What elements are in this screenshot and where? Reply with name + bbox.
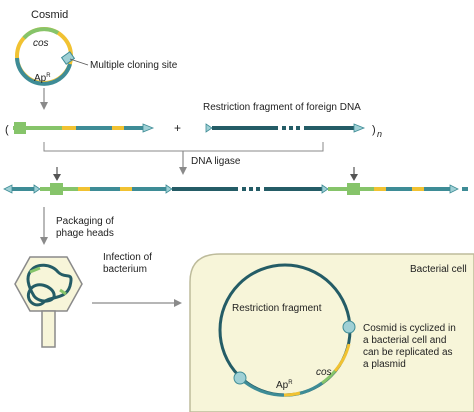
cos-box [14,122,26,134]
cos-cell-label: cos [316,367,332,378]
phage [14,256,83,348]
packaged-dna [26,263,73,307]
paren-close: ) [372,124,376,136]
infection-label-line2: bacterium [103,264,147,275]
mcs-leader-line [69,58,89,66]
junction-marker-right [342,320,356,334]
linear-cosmid [13,122,155,134]
packaging-label-line2: phage heads [56,228,114,239]
cyclized-line2: a bacterial cell and [363,335,446,346]
cut-arrow-2 [350,174,358,181]
paren-open: ( [5,124,9,136]
ligase-bracket [43,142,324,152]
cos-segment [22,27,60,40]
cyclized-line1: Cosmid is cyclized in [363,323,456,334]
apr-segment [15,57,72,86]
concatemer [3,167,468,195]
cyclized-line4: a plasmid [363,359,406,370]
packaging-label-line1: Packaging of [56,216,114,227]
bacterial-cell [189,253,474,412]
dna-ligase-label: DNA ligase [191,156,241,167]
cos-label: cos [33,38,49,49]
cyclized-cosmid [218,263,356,397]
apr-cell-label: ApR [276,380,293,391]
junction-marker-left [233,371,247,385]
cos-site-1 [50,183,63,195]
subscript-n: n [377,129,382,139]
apr-label: ApR [34,73,51,84]
cos-site-2 [347,183,360,195]
cut-arrow-1 [53,174,61,181]
cyclized-line3: can be replicated as [363,347,453,358]
mcs-marker [60,51,76,65]
restriction-fragment-label: Restriction fragment [232,303,322,314]
cosmid-label: Cosmid [31,9,68,21]
cosmid-plasmid [15,27,76,86]
phage-tail [41,310,56,348]
plus-sign: + [174,121,181,135]
infection-label-line1: Infection of [103,252,152,263]
foreign-dna-label: Restriction fragment of foreign DNA [203,102,361,113]
mcs-label: Multiple cloning site [90,60,178,71]
bacterial-cell-label: Bacterial cell [410,264,467,275]
foreign-dna-fragment [205,123,366,133]
